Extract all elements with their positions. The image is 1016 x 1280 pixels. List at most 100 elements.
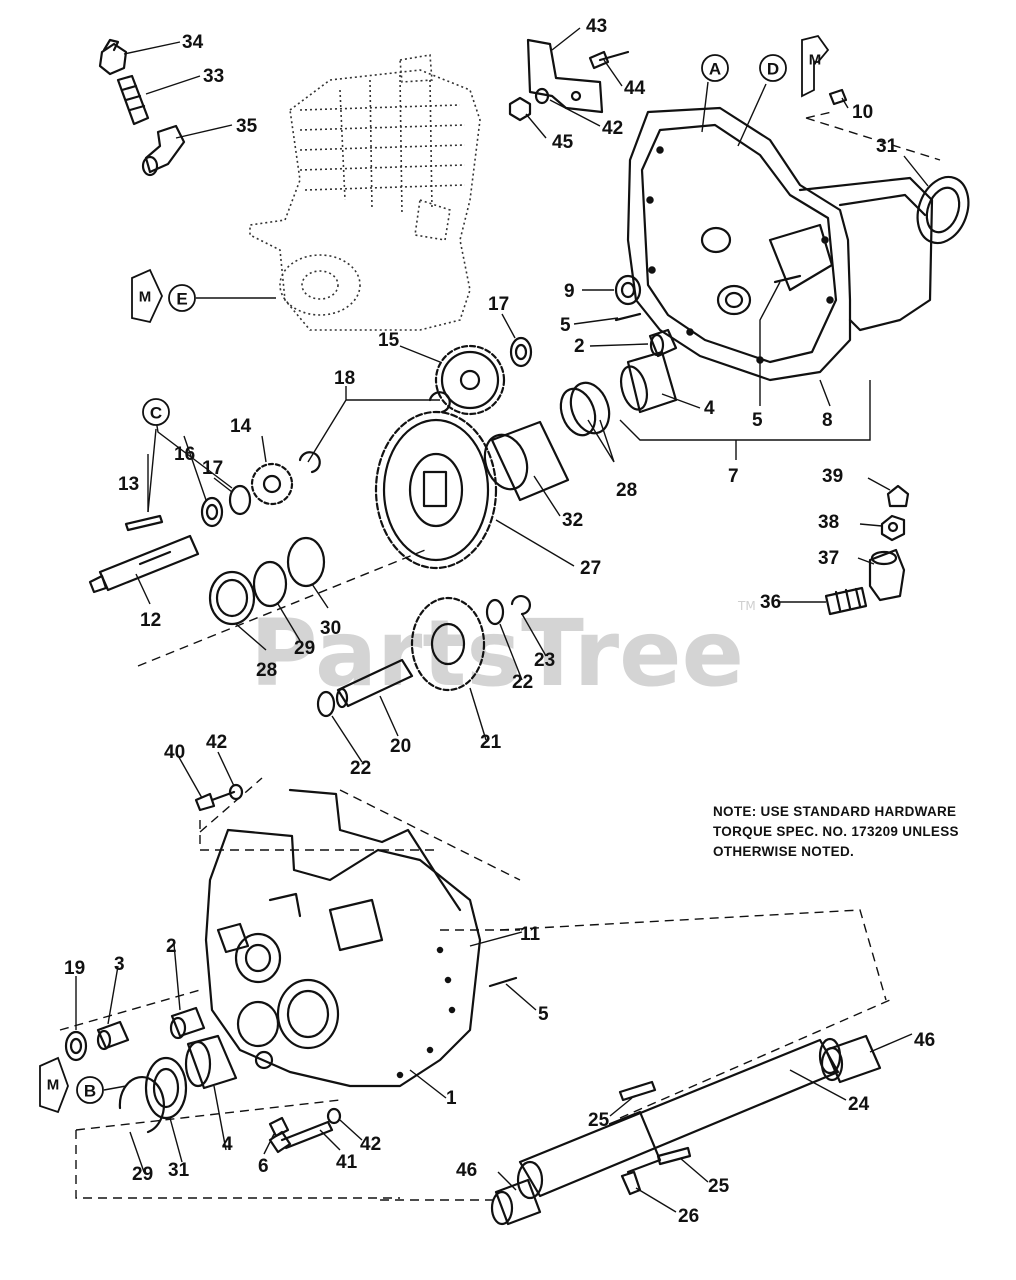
callout-10: 10 bbox=[852, 102, 873, 123]
torque-note: NOTE: USE STANDARD HARDWARE TORQUE SPEC.… bbox=[713, 802, 959, 862]
bearing-28-left bbox=[208, 570, 256, 626]
ring-29-left bbox=[252, 560, 288, 608]
washer-16 bbox=[200, 496, 224, 528]
pin-5-upper bbox=[614, 312, 642, 322]
callout-35: 35 bbox=[236, 116, 258, 137]
callout-6: 6 bbox=[258, 1156, 269, 1177]
washer-17-upper bbox=[509, 336, 533, 368]
callout-24: 24 bbox=[848, 1094, 870, 1115]
callout-33: 33 bbox=[203, 66, 224, 87]
callout-17: 17 bbox=[488, 294, 509, 315]
callout-42: 42 bbox=[602, 118, 623, 139]
gear-14 bbox=[250, 462, 294, 506]
letter-d: D bbox=[759, 54, 787, 82]
callout-14: 14 bbox=[230, 416, 252, 437]
callout-34: 34 bbox=[182, 32, 204, 53]
ring-30 bbox=[286, 536, 326, 588]
shaft-20 bbox=[335, 658, 414, 709]
engine-ghost-drawing bbox=[249, 54, 481, 331]
callout-22: 22 bbox=[350, 758, 371, 779]
bolt-41 bbox=[268, 1120, 334, 1154]
washer-22-right bbox=[485, 598, 505, 626]
callout-40: 40 bbox=[164, 742, 185, 763]
callout-42: 42 bbox=[360, 1134, 381, 1155]
bolt-44 bbox=[588, 50, 630, 70]
key-13 bbox=[124, 514, 164, 532]
gear-27 bbox=[374, 410, 498, 570]
bushing-46-left bbox=[490, 1178, 542, 1226]
fitting-34 bbox=[98, 38, 128, 76]
callout-2: 2 bbox=[166, 936, 177, 957]
bushing-2-lower bbox=[169, 1006, 206, 1040]
callout-28: 28 bbox=[616, 480, 637, 501]
bushing-46-right bbox=[820, 1034, 882, 1084]
callout-15: 15 bbox=[378, 330, 400, 351]
washer-42-mid bbox=[228, 783, 244, 801]
note-line: NOTE: USE STANDARD HARDWARE bbox=[713, 804, 957, 819]
letter-labels: A D E C B bbox=[76, 54, 787, 1104]
bushing-2-upper bbox=[648, 328, 678, 358]
m-tab-bottom: M bbox=[39, 1056, 69, 1114]
callout-13: 13 bbox=[118, 474, 139, 495]
bearing-4-upper bbox=[619, 350, 678, 414]
callout-29: 29 bbox=[294, 638, 315, 659]
nipple-33 bbox=[116, 74, 150, 126]
upper-housing bbox=[626, 106, 934, 382]
m-tab-top: M bbox=[801, 34, 830, 98]
callout-31: 31 bbox=[168, 1160, 190, 1181]
nut-45 bbox=[508, 96, 532, 122]
callout-29: 29 bbox=[132, 1164, 153, 1185]
callout-1: 1 bbox=[446, 1088, 457, 1109]
letter-c: C bbox=[142, 398, 170, 426]
leader-lines bbox=[75, 27, 929, 1213]
callout-38: 38 bbox=[818, 512, 839, 533]
callout-3: 3 bbox=[114, 954, 125, 975]
shaft-12 bbox=[88, 534, 200, 594]
callout-17: 17 bbox=[202, 458, 223, 479]
m-tab-left: M bbox=[131, 268, 163, 324]
callout-46: 46 bbox=[914, 1030, 935, 1051]
callout-20: 20 bbox=[390, 736, 411, 757]
gear-21 bbox=[410, 596, 486, 692]
svg-text:E: E bbox=[176, 290, 187, 309]
letter-b: B bbox=[76, 1076, 104, 1104]
callout-43: 43 bbox=[586, 16, 607, 37]
svg-text:M: M bbox=[809, 52, 822, 69]
callout-26: 26 bbox=[678, 1206, 699, 1227]
callout-4: 4 bbox=[222, 1134, 233, 1155]
callout-30: 30 bbox=[320, 618, 341, 639]
callout-21: 21 bbox=[480, 732, 502, 753]
bearing-4-lower bbox=[184, 1034, 238, 1090]
gear-15 bbox=[434, 344, 506, 416]
callout-labels: 34 33 35 43 44 42 45 10 31 9 5 2 4 5 8 7… bbox=[64, 16, 935, 1227]
snap-ring-23 bbox=[510, 595, 531, 616]
watermark: PartsTree bbox=[250, 600, 744, 707]
callout-2: 2 bbox=[574, 336, 585, 357]
callout-5: 5 bbox=[752, 410, 763, 431]
washer-19 bbox=[64, 1030, 88, 1062]
plug-10 bbox=[828, 88, 848, 106]
washer-17-left bbox=[228, 484, 252, 516]
m-tabs: M M M bbox=[39, 34, 830, 1114]
fitting-39 bbox=[886, 484, 910, 508]
note-line: OTHERWISE NOTED. bbox=[713, 844, 855, 859]
callout-11: 11 bbox=[520, 924, 541, 945]
lower-housing bbox=[204, 788, 482, 1088]
callout-28: 28 bbox=[256, 660, 277, 681]
callout-27: 27 bbox=[580, 558, 601, 579]
callout-5: 5 bbox=[538, 1004, 549, 1025]
note-line: TORQUE SPEC. NO. 173209 UNLESS bbox=[713, 824, 959, 839]
callout-44: 44 bbox=[624, 78, 646, 99]
svg-text:D: D bbox=[767, 60, 779, 79]
bushing-3 bbox=[96, 1020, 130, 1051]
callout-25: 25 bbox=[708, 1176, 730, 1197]
callout-31: 31 bbox=[876, 136, 898, 157]
key-25-lower bbox=[656, 1146, 692, 1166]
callout-36: 36 bbox=[760, 592, 781, 613]
callout-19: 19 bbox=[64, 958, 85, 979]
callout-7: 7 bbox=[728, 466, 739, 487]
nut-38 bbox=[880, 514, 906, 542]
dashed-assembly-lines bbox=[59, 111, 941, 1201]
callout-12: 12 bbox=[140, 610, 161, 631]
